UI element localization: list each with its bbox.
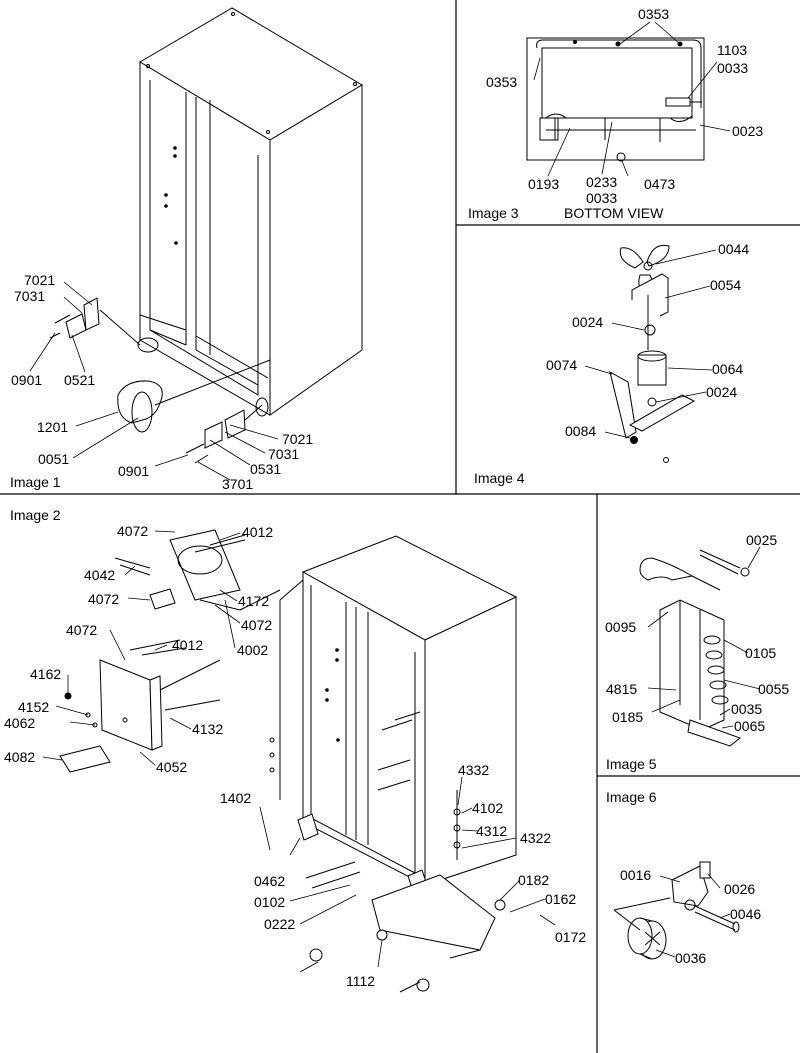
part-callout: 4332: [458, 762, 490, 778]
part-callout: 0051: [38, 451, 70, 467]
part-callout: 7021: [24, 272, 56, 288]
part-callout: 0185: [612, 709, 644, 725]
part-callout: 0222: [264, 916, 296, 932]
part-callout: 4072: [88, 591, 120, 607]
part-callout: 0233: [586, 174, 618, 190]
part-callout: 0046: [730, 906, 762, 922]
part-callout: 7021: [282, 431, 314, 447]
part-callout: 0182: [518, 872, 550, 888]
fan-motor-image4: [609, 244, 696, 463]
part-callout: 4072: [117, 523, 149, 539]
part-callout: 4062: [4, 715, 36, 731]
part-callout: 0193: [528, 176, 560, 192]
part-callout: 0353: [486, 74, 518, 90]
part-callout: 0901: [118, 463, 150, 479]
part-callout: 0074: [546, 357, 578, 373]
part-callout: 4162: [30, 666, 62, 682]
part-callout: 4322: [520, 830, 552, 846]
cabinet-image2: [269, 535, 518, 993]
part-callout: 4312: [476, 823, 508, 839]
part-callout: 0036: [675, 950, 707, 966]
part-callout: 0065: [734, 718, 766, 734]
part-callout: 1201: [37, 419, 69, 435]
bottom-view-caption: BOTTOM VIEW: [564, 205, 664, 221]
part-callout: 0024: [706, 384, 738, 400]
part-callout: 1112: [346, 973, 376, 989]
part-callout: 4082: [4, 749, 36, 765]
part-callout: 0162: [545, 891, 577, 907]
part-callout: 7031: [268, 446, 300, 462]
hinge-bracket-right-image1: [185, 404, 263, 464]
cabinet-image1: [137, 7, 363, 417]
part-callout: 0473: [644, 176, 676, 192]
part-callout: 0055: [758, 681, 790, 697]
part-callout: 0084: [565, 423, 597, 439]
part-callout: 0026: [724, 881, 756, 897]
panel-caption-image2: Image 2: [10, 507, 61, 523]
part-callout: 4132: [192, 721, 224, 737]
part-callout: 1402: [220, 790, 252, 806]
evaporator-cover-image2: [59, 639, 221, 773]
part-callout: 0095: [605, 619, 637, 635]
part-callout: 0531: [250, 461, 282, 477]
evaporator-image5: [639, 549, 750, 747]
part-callout: 0901: [11, 372, 43, 388]
drain-pan-image1: [117, 359, 271, 433]
part-callout: 0172: [555, 929, 587, 945]
roller-assembly-image6: [613, 861, 740, 960]
part-callout: 0025: [746, 532, 778, 548]
part-callout: 0353: [638, 6, 670, 22]
part-callout: 4042: [84, 567, 116, 583]
panel-caption-image3: Image 3: [468, 205, 519, 221]
part-callout: 4052: [156, 759, 188, 775]
panel-caption-image1: Image 1: [10, 474, 61, 490]
panel-caption-image4: Image 4: [474, 470, 525, 486]
part-callout: 4815: [606, 681, 638, 697]
part-callout: 4012: [172, 637, 204, 653]
part-callout: 4012: [242, 524, 274, 540]
leader-lines: [29, 21, 761, 968]
part-callout: 0105: [745, 645, 777, 661]
part-callout: 0102: [254, 894, 286, 910]
part-callout: 4102: [472, 800, 504, 816]
part-callout: 4002: [237, 642, 269, 658]
part-callout: 4152: [18, 699, 50, 715]
part-callout: 1103: [717, 42, 748, 58]
part-callout: 7031: [14, 288, 46, 304]
part-callout: 0054: [710, 277, 742, 293]
part-callout: 0016: [620, 867, 652, 883]
part-callout: 0033: [586, 190, 618, 206]
part-callout: 4072: [241, 617, 273, 633]
part-callout: 3701: [222, 476, 254, 492]
part-callout: 0064: [712, 361, 744, 377]
part-callout: 0024: [572, 314, 604, 330]
part-callout: 0035: [731, 701, 763, 717]
part-callout: 4072: [66, 622, 98, 638]
part-callout: 0023: [732, 123, 764, 139]
bottom-view-image3: [526, 37, 705, 162]
part-callout: 4172: [238, 593, 270, 609]
panel-caption-image5: Image 5: [606, 756, 657, 772]
hinge-bracket-left-image1: [49, 297, 141, 346]
part-callout: 0521: [64, 372, 96, 388]
part-callout: 0462: [254, 873, 286, 889]
part-callout: 0044: [718, 241, 750, 257]
part-callout: 0033: [717, 60, 749, 76]
panel-caption-image6: Image 6: [606, 789, 657, 805]
damper-assembly-image2: [114, 529, 281, 611]
